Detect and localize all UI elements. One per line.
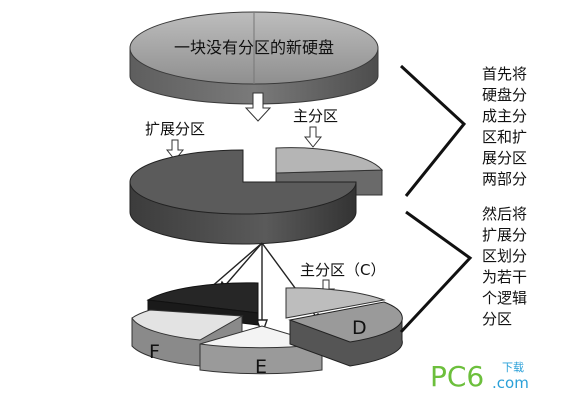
watermark-sub-bottom: .com [492, 374, 529, 392]
bracket-bottom [399, 210, 473, 334]
extended-pointer-arrow-icon [165, 139, 185, 161]
extended-partition-label: 扩展分区 [145, 120, 205, 138]
pc6-watermark-logo: PC6 下载 .com [430, 360, 529, 393]
slice-black [146, 282, 259, 314]
top-disk: 一块没有分区的新硬盘 [129, 11, 379, 105]
down-arrow-icon [244, 92, 272, 122]
middle-disk [129, 147, 384, 245]
partition-f-label: F [149, 341, 160, 363]
watermark-sub-top: 下载 [502, 361, 524, 374]
slice-d [288, 301, 403, 367]
step-2-note: 然后将 扩展分 区划分 为若干 个逻辑 分区 [482, 205, 528, 328]
bracket-top [399, 64, 467, 197]
bottom-disk: F E D [131, 282, 403, 378]
primary-c-label: 主分区（C） [300, 261, 385, 279]
step-1-note: 首先将 硬盘分 成主分 区和扩 展分区 两部分 [482, 65, 528, 188]
extended-slice [129, 149, 357, 245]
slice-c [285, 287, 386, 319]
partition-d-label: D [352, 317, 367, 339]
watermark-brand: PC6 [430, 360, 484, 393]
top-disk-label: 一块没有分区的新硬盘 [174, 38, 334, 57]
partition-e-label: E [255, 356, 267, 378]
primary-partition-label: 主分区 [293, 107, 338, 125]
primary-pointer-arrow-icon [303, 126, 323, 148]
